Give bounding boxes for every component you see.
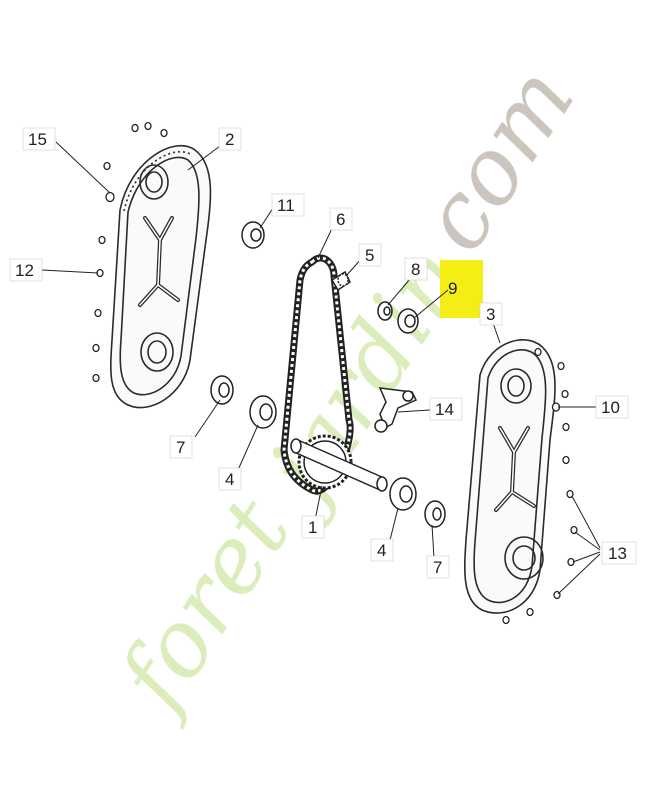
callout-4-left: 4 [218, 467, 242, 491]
callout-label-6: 6 [336, 210, 345, 229]
callout-8: 8 [404, 257, 428, 281]
callout-label-14: 14 [435, 400, 454, 419]
seal-7-left [210, 375, 234, 405]
callout-label-9: 9 [448, 279, 457, 298]
small-sprocket [330, 270, 351, 292]
watermark-text-com: .com [384, 48, 595, 294]
callout-1: 1 [301, 515, 325, 539]
callout-label-7-left: 7 [176, 438, 185, 457]
callout-5: 5 [358, 243, 382, 267]
callout-11: 11 [271, 193, 305, 217]
bearing-4-left [249, 395, 277, 429]
callout-12: 12 [9, 258, 43, 282]
bearing-11 [241, 221, 265, 249]
callout-label-13: 13 [608, 544, 627, 563]
callout-13: 13 [601, 541, 637, 565]
callout-6: 6 [329, 207, 353, 231]
sprocket-shaft [290, 434, 388, 492]
callout-7-left: 7 [169, 435, 193, 459]
callout-label-5: 5 [365, 246, 374, 265]
watermark-text-foret: foret [95, 479, 311, 732]
right-chaincase-housing [463, 339, 556, 614]
callout-label-3: 3 [486, 305, 495, 324]
highlight-box-9 [440, 260, 483, 318]
callout-2: 2 [218, 127, 242, 151]
bearing-4-right [389, 477, 417, 511]
seal-9 [397, 308, 419, 334]
callout-label-4-left: 4 [225, 470, 234, 489]
callout-label-4-right: 4 [377, 541, 386, 560]
callout-label-12: 12 [15, 261, 34, 280]
callout-label-10: 10 [601, 398, 620, 417]
callout-label-15: 15 [28, 130, 47, 149]
drive-chain [280, 254, 354, 495]
callout-label-8: 8 [411, 260, 420, 279]
chain-tensioner [374, 387, 418, 433]
callout-label-1: 1 [308, 518, 317, 537]
callout-10: 10 [595, 395, 629, 419]
callout-label-2: 2 [225, 130, 234, 149]
callout-label-11: 11 [277, 196, 295, 215]
callout-14: 14 [429, 397, 463, 421]
callout-4-right: 4 [370, 538, 394, 562]
callout-9: 9 [448, 279, 457, 298]
left-chaincase-housing [110, 144, 212, 409]
callout-labels: 15 2 11 6 5 8 9 3 12 [9, 127, 637, 579]
callout-7-right: 7 [426, 555, 450, 579]
seal-7-right [424, 500, 446, 528]
callout-label-7-right: 7 [433, 558, 442, 577]
right-housing-screws [502, 347, 578, 625]
bearing-8 [377, 301, 393, 321]
callout-3: 3 [479, 302, 503, 326]
callout-15: 15 [22, 127, 56, 151]
